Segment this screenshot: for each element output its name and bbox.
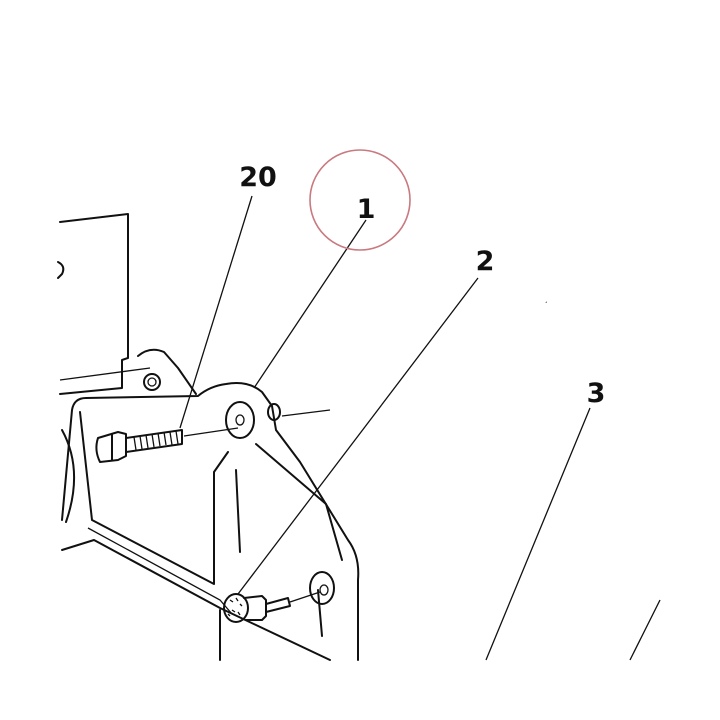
part-edge-right <box>629 599 661 661</box>
bracket-plate <box>61 382 360 661</box>
bolt-20 <box>95 427 239 463</box>
callout-3: 3 <box>587 378 606 409</box>
leader-3 <box>485 407 591 661</box>
pin-2 <box>223 591 321 623</box>
leader-20 <box>179 195 253 429</box>
highlight-circle <box>309 149 411 251</box>
leader-2 <box>237 277 479 595</box>
leader-1 <box>253 219 367 389</box>
callout-2: 2 <box>476 246 495 277</box>
callout-1: 1 <box>357 194 376 225</box>
housing-panel <box>57 213 197 395</box>
callout-20: 20 <box>239 162 277 193</box>
